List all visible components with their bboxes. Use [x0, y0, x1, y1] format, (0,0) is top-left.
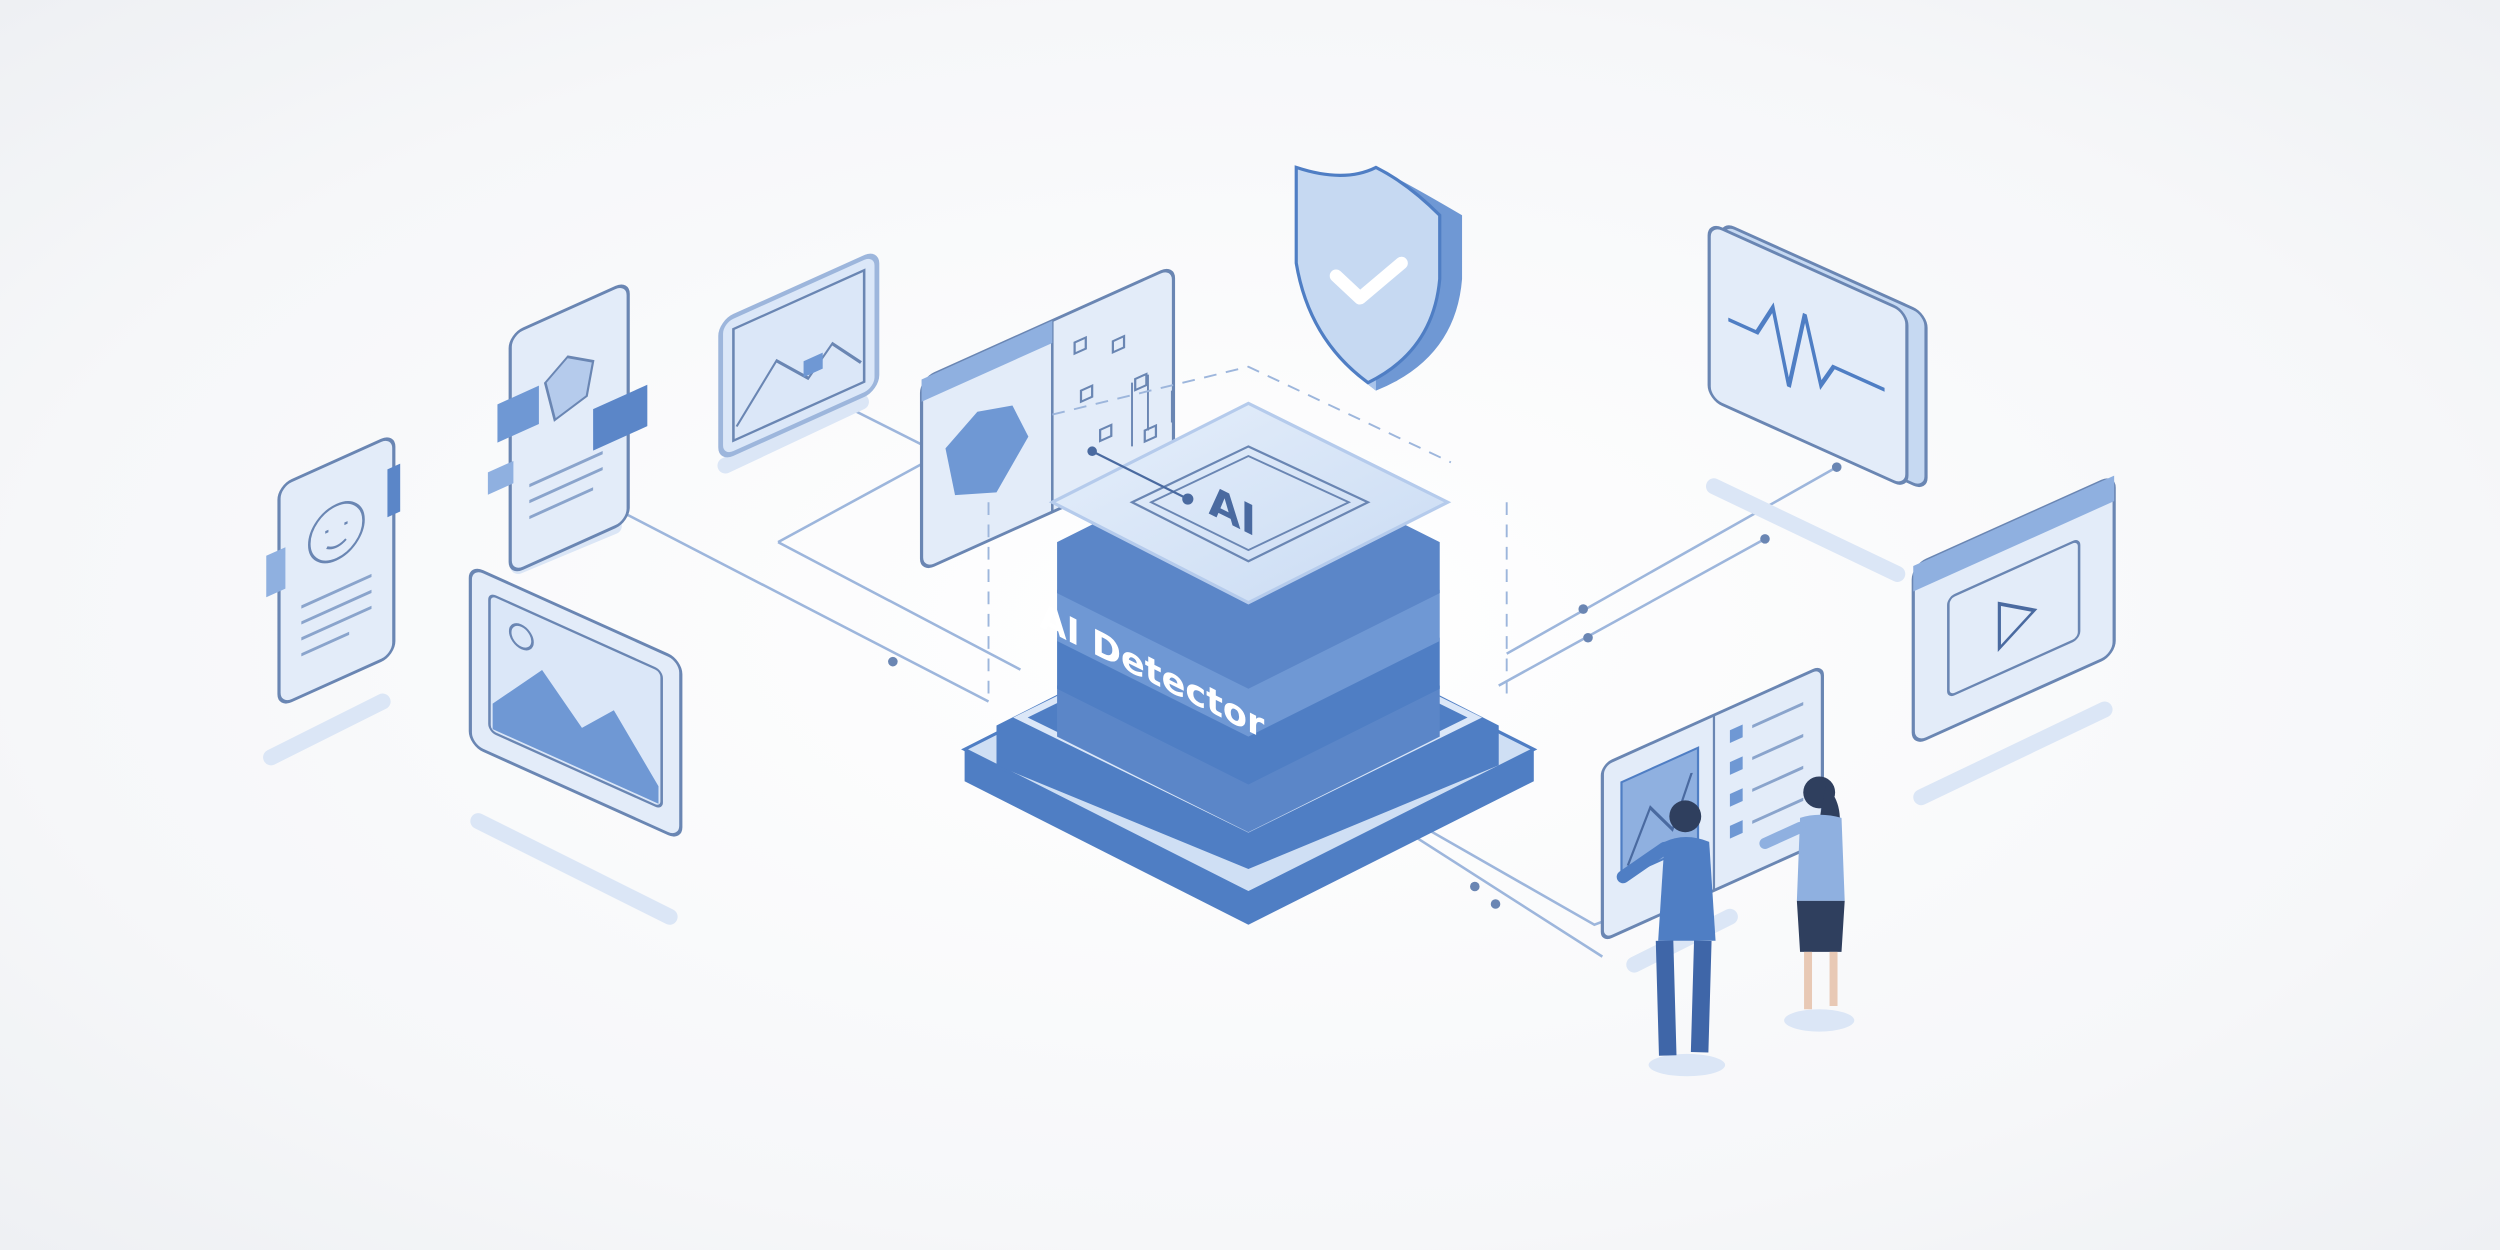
connector-line: [777, 540, 1022, 671]
play-icon: [1997, 601, 2038, 653]
person-man: [1616, 800, 1726, 1077]
shield-check-icon: [1294, 165, 1463, 391]
connector-dot: [1490, 899, 1501, 909]
split-scan-panel: [919, 268, 1176, 569]
connector-dot: [1760, 534, 1770, 544]
connector-line: [777, 461, 926, 544]
video-play-card: [1911, 475, 2116, 742]
connector-line: [1506, 466, 1838, 655]
connector-dot: [888, 656, 898, 667]
waveform-icon: [1728, 302, 1885, 392]
connector-dot: [1583, 632, 1593, 643]
ai-detector-device: AI AI Detector: [961, 365, 1538, 925]
checkmark-icon: [1329, 256, 1408, 305]
connector-line: [1498, 537, 1766, 687]
face-icon: [308, 501, 365, 564]
device-top: [1048, 401, 1452, 605]
photo-card: [468, 568, 683, 837]
document-scan-card: [487, 284, 648, 572]
person-woman: [1759, 776, 1855, 1032]
connector-line: [618, 509, 990, 703]
image-card: [718, 253, 880, 458]
dashboard-panel: [1600, 667, 1824, 940]
face-scan-card: [266, 437, 401, 704]
waveform-card: [1707, 225, 1928, 488]
connector-dot: [1831, 462, 1842, 472]
connector-dot: [1578, 604, 1589, 614]
connector-line: [1402, 828, 1604, 958]
chip-outline: [1129, 445, 1371, 563]
connector-dot: [1470, 881, 1480, 892]
scan-boundary: [987, 365, 1508, 694]
